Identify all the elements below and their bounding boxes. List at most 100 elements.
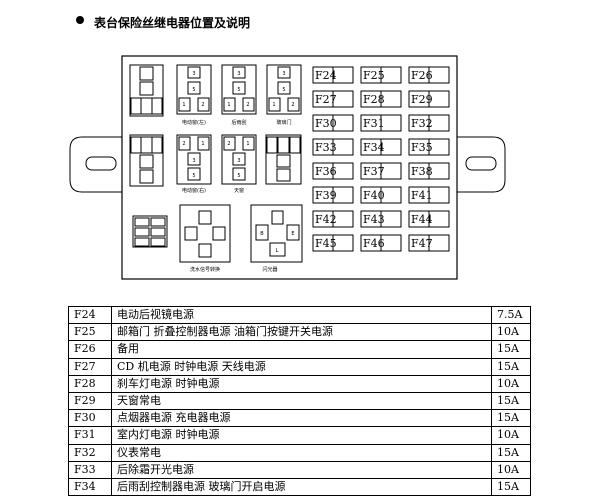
relay-pin-label: 1 [246,141,249,147]
relay-pin [232,66,246,79]
socket-pin [139,169,154,184]
fuse-desc-cell: 室内灯电源 时钟电源 [111,426,492,445]
fuse-amp-cell: 15A [491,409,531,428]
fuse-desc-cell: 刹车灯电源 时钟电源 [111,374,492,393]
relay-pin-label: 5 [282,87,285,93]
fuse-slot-label: F35 [411,141,433,154]
socket-pin [139,66,154,81]
fuse-slot-f47: F47 [408,234,450,252]
relay-caption: 玻璃门 [276,119,291,126]
fuse-slot-label: F44 [411,213,433,226]
fuse-slot-f37: F37 [360,162,402,180]
relay-pin-label: 5 [192,173,195,179]
fuse-slot-label: F26 [411,69,433,82]
fuse-code-cell: F32 [68,443,112,462]
relay-pin-label: 3 [282,71,285,77]
relay-pin [232,81,246,95]
fuse-slot-label: F34 [363,141,385,154]
socket-pin [134,237,150,247]
relay-pin-label: 3 [192,158,195,164]
fuse-slot-f44: F44 [408,210,450,228]
relay-pin [187,66,201,79]
socket-pin [139,81,154,96]
fuse-slot-label: F31 [363,117,385,130]
fuse-slot-label: F27 [315,93,337,106]
fuse-code-cell: F33 [68,460,112,479]
relay-pin [223,136,236,151]
fuse-slot-f43: F43 [360,210,402,228]
socket-pin [150,237,166,247]
relay-caption: 闪光器 [262,266,277,273]
relay-pin [269,242,286,257]
relay-caption: 电动窗(左) [182,119,206,126]
relay-pin [242,97,255,112]
relay-pin [271,210,284,225]
relay-pin-label: 1 [227,102,230,108]
fuse-code-cell: F27 [68,357,112,376]
relay-pin [277,66,291,79]
flasher-pin-label: E [291,231,294,237]
fuse-slot-f42: F42 [312,210,354,228]
fuse-slot-label: F47 [411,237,433,250]
fuse-desc-cell: 备用 [111,340,492,359]
fuse-desc-cell: 后雨刮控制器电源 玻璃门开启电源 [111,477,492,496]
socket-pin [140,97,153,115]
fuse-desc-cell: 点烟器电源 充电器电源 [111,409,492,428]
relay-pin [232,152,246,166]
fuse-slot-f30: F30 [312,114,354,132]
fuse-slot-f24: F24 [312,66,354,84]
relay-pin [255,224,269,241]
socket-pin [134,227,150,237]
fuse-slot-f25: F25 [360,66,402,84]
fuse-desc-cell: 仪表常电 [111,443,492,462]
relay-pin [197,136,210,151]
fuse-slot-f27: F27 [312,90,354,108]
relay-pin-label: 2 [227,141,230,147]
fuse-code-cell: F25 [68,323,112,342]
socket-pin [130,97,142,115]
relay-pin [268,97,281,112]
relay-caption: 后雨刮 [231,119,246,126]
relay-pin-label: 2 [291,102,294,108]
relay-pin-label: 2 [246,102,249,108]
relay-pin [198,210,212,225]
relay-caption: 电动窗(右) [182,187,206,194]
fuse-amp-cell: 15A [491,357,531,376]
page-heading: 表台保险丝继电器位置及说明 [94,16,251,30]
fuse-slot-label: F24 [315,69,337,82]
fuse-slot-f29: F29 [408,90,450,108]
socket-pin [140,136,153,154]
fuse-slot-f38: F38 [408,162,450,180]
fuse-slot-label: F33 [315,141,337,154]
fuse-slot-label: F38 [411,165,433,178]
fuse-slot-label: F32 [411,117,433,130]
fuse-slot-f39: F39 [312,186,354,204]
fuse-slot-label: F25 [363,69,385,82]
fuse-slot-label: F43 [363,213,385,226]
relay-pin-label: 3 [192,71,195,77]
relay-pin [286,224,300,241]
relay-pin [184,226,198,241]
fuse-slot-label: F46 [363,237,385,250]
socket-pin [289,136,301,154]
fuse-amp-cell: 10A [491,374,531,393]
fuse-slot-f34: F34 [360,138,402,156]
fuse-amp-cell: 15A [491,477,531,496]
fuse-slot-f31: F31 [360,114,402,132]
socket-pin [276,154,291,168]
fuse-amp-cell: 7.5A [491,305,531,325]
relay-pin-label: 5 [192,87,195,93]
fuse-slot-label: F37 [363,165,385,178]
fuse-amp-cell: 10A [491,426,531,445]
fuse-slot-label: F45 [315,237,337,250]
